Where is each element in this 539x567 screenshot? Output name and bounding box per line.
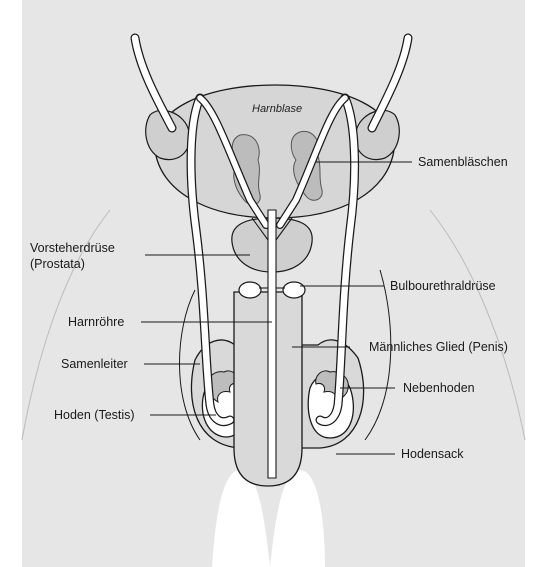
label-bulbourethraldruese: Bulbourethraldrüse: [390, 279, 496, 293]
left-bulbourethral-gland: [239, 282, 261, 298]
label-vorsteherdruese: Vorsteherdrüse: [30, 241, 115, 255]
urethra: [268, 210, 276, 478]
label-hoden: Hoden (Testis): [54, 408, 135, 422]
label-penis: Männliches Glied (Penis): [369, 340, 508, 354]
label-samenleiter: Samenleiter: [61, 357, 128, 371]
label-prostata: (Prostata): [30, 257, 85, 271]
label-hodensack: Hodensack: [401, 447, 464, 461]
right-bulbourethral-gland: [283, 282, 305, 298]
label-nebenhoden: Nebenhoden: [403, 381, 475, 395]
label-harnroehre: Harnröhre: [68, 315, 124, 329]
bladder-label: Harnblase: [252, 103, 302, 115]
label-samenblaeschen: Samenbläschen: [418, 155, 508, 169]
